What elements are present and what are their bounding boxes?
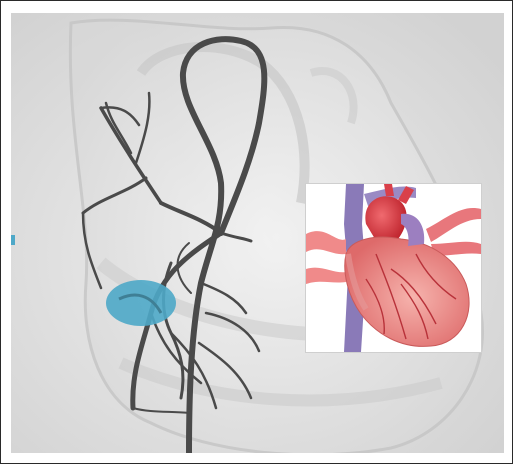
heart-illustration-inset	[306, 184, 481, 352]
highlighted-region	[106, 280, 176, 326]
heart-illustration	[306, 184, 481, 352]
